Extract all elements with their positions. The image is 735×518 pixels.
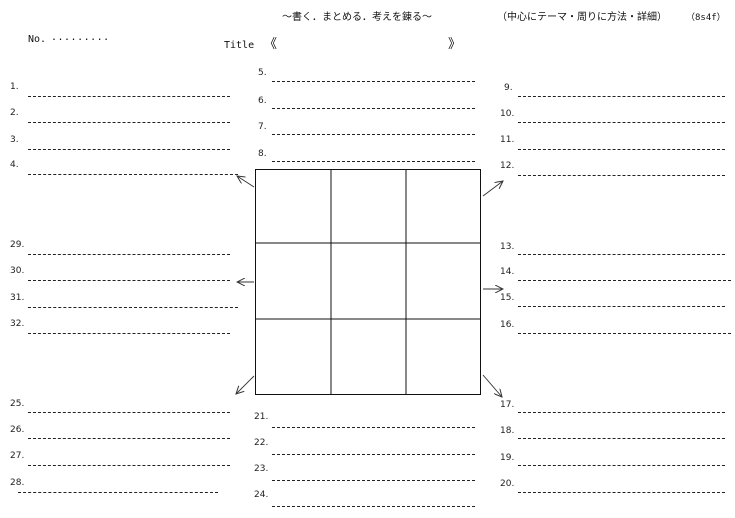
item-line-24[interactable] <box>272 506 475 507</box>
grid-border <box>255 169 481 395</box>
item-number-6: 6. <box>258 96 267 106</box>
item-line-32[interactable] <box>28 333 230 334</box>
item-number-4: 4. <box>10 160 19 170</box>
item-number-11: 11. <box>500 135 515 145</box>
title-open-bracket: 《 <box>264 37 278 52</box>
arrow-down-left-icon <box>236 375 255 394</box>
item-line-30[interactable] <box>28 280 230 281</box>
item-line-13[interactable] <box>518 254 725 255</box>
grid-cell-center-theme[interactable] <box>331 243 406 319</box>
grid-cell[interactable] <box>406 170 480 243</box>
item-number-13: 13. <box>500 242 515 252</box>
item-number-1: 1. <box>10 82 19 92</box>
item-number-26: 26. <box>10 425 25 435</box>
item-number-7: 7. <box>258 122 267 132</box>
grid-cell[interactable] <box>256 319 331 394</box>
item-number-30: 30. <box>10 266 25 276</box>
item-number-23: 23. <box>254 464 269 474</box>
item-number-21: 21. <box>254 412 269 422</box>
item-number-12: 12. <box>500 161 515 171</box>
item-line-25[interactable] <box>28 412 230 413</box>
item-number-25: 25. <box>10 399 25 409</box>
worksheet-instructions: （中心にテーマ・周りに方法・詳細） <box>497 12 667 23</box>
worksheet-code: （8s4f） <box>686 13 726 23</box>
item-line-22[interactable] <box>272 454 475 455</box>
item-number-28: 28. <box>10 478 25 488</box>
item-line-18[interactable] <box>518 438 725 439</box>
item-line-6[interactable] <box>272 108 475 109</box>
item-number-20: 20. <box>500 479 515 489</box>
item-line-19[interactable] <box>518 465 725 466</box>
item-number-9: 9. <box>504 83 513 93</box>
grid-cell[interactable] <box>331 319 406 394</box>
item-line-28[interactable] <box>18 492 218 493</box>
item-number-15: 15. <box>500 293 515 303</box>
item-line-21[interactable] <box>272 427 475 428</box>
title-label: Title <box>224 40 255 51</box>
item-number-5: 5. <box>258 68 267 78</box>
item-number-17: 17. <box>500 400 515 410</box>
item-line-11[interactable] <box>518 149 725 150</box>
item-line-17[interactable] <box>518 412 725 413</box>
arrow-up-right-icon <box>482 181 503 197</box>
item-number-27: 27. <box>10 451 25 461</box>
grid-cell[interactable] <box>406 243 480 319</box>
item-line-14[interactable] <box>518 280 731 281</box>
worksheet-subtitle: ～書く．まとめる．考えを錬る～ <box>282 12 432 23</box>
number-field[interactable]: ......... <box>51 32 110 43</box>
item-number-29: 29. <box>10 240 25 250</box>
item-line-12[interactable] <box>518 175 725 176</box>
grid-cell[interactable] <box>406 319 480 394</box>
item-line-15[interactable] <box>518 306 725 307</box>
item-number-22: 22. <box>254 438 269 448</box>
item-line-27[interactable] <box>28 465 230 466</box>
item-line-2[interactable] <box>28 122 230 123</box>
item-number-10: 10. <box>500 109 515 119</box>
theme-grid <box>255 169 481 395</box>
title-field[interactable] <box>280 40 445 54</box>
number-label: No. <box>28 34 47 45</box>
item-number-16: 16. <box>500 320 515 330</box>
grid-cell[interactable] <box>256 243 331 319</box>
item-number-8: 8. <box>258 149 267 159</box>
item-line-4[interactable] <box>28 174 238 175</box>
item-line-31[interactable] <box>28 307 238 308</box>
item-number-18: 18. <box>500 426 515 436</box>
item-line-9[interactable] <box>518 96 725 97</box>
item-line-3[interactable] <box>28 149 230 150</box>
item-line-5[interactable] <box>272 81 475 82</box>
item-number-2: 2. <box>10 108 19 118</box>
item-number-31: 31. <box>10 293 25 303</box>
arrow-down-right-icon <box>482 374 502 397</box>
item-line-10[interactable] <box>518 122 725 123</box>
arrow-up-left-icon <box>237 176 255 188</box>
item-number-24: 24. <box>254 490 269 500</box>
grid-cell[interactable] <box>256 170 331 243</box>
item-number-32: 32. <box>10 319 25 329</box>
item-number-19: 19. <box>500 453 515 463</box>
item-line-8[interactable] <box>272 161 475 162</box>
item-line-16[interactable] <box>518 333 731 334</box>
item-line-20[interactable] <box>518 492 725 493</box>
item-number-3: 3. <box>10 135 19 145</box>
title-close-bracket: 》 <box>448 37 462 52</box>
item-line-1[interactable] <box>28 96 230 97</box>
item-line-23[interactable] <box>272 480 475 481</box>
item-line-29[interactable] <box>28 254 230 255</box>
item-line-7[interactable] <box>272 134 475 135</box>
item-number-14: 14. <box>500 267 515 277</box>
item-line-26[interactable] <box>28 438 230 439</box>
grid-cell[interactable] <box>331 170 406 243</box>
